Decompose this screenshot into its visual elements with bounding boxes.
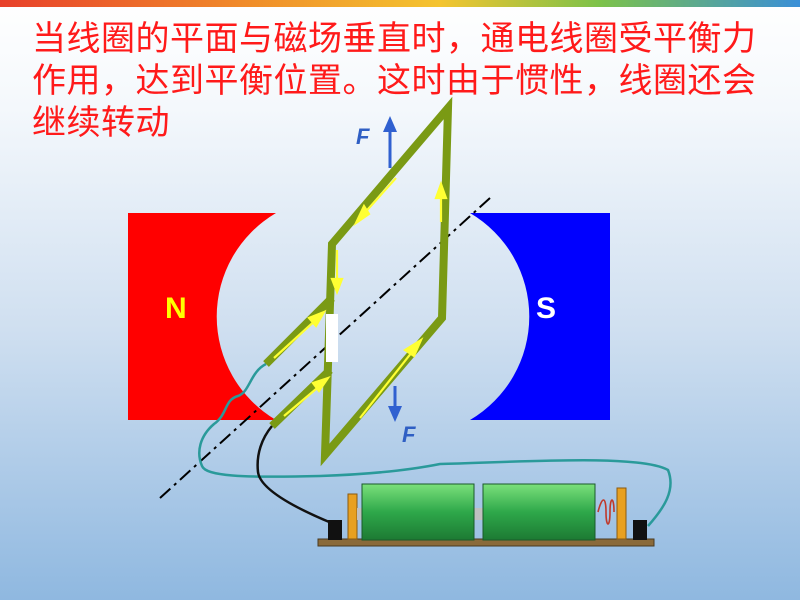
lead-wire-lower [256, 425, 335, 526]
lead-wire-upper [198, 362, 672, 527]
terminal-right [633, 520, 647, 540]
force-arrow-top [383, 116, 397, 168]
coil-frame [320, 96, 453, 467]
current-arrow-head-6 [311, 375, 331, 393]
title-decoration-bar [0, 0, 800, 7]
battery-cell-right [482, 483, 596, 541]
current-arrow-head-2 [434, 180, 448, 200]
battery-contact-middle [474, 508, 484, 520]
battery-holder-right [616, 487, 627, 540]
current-arrows [273, 177, 448, 419]
north-pole-label: N [165, 292, 187, 325]
battery-holder-left [347, 493, 358, 540]
battery-spring [597, 499, 615, 525]
current-arrow-head-5 [307, 309, 327, 328]
battery-contact-left [357, 508, 363, 520]
force-arrow-bottom [388, 386, 402, 422]
coil-lead-lower [269, 367, 333, 429]
slide-caption: 当线圈的平面与磁场垂直时，通电线圈受平衡力作用，达到平衡位置。这时由于惯性，线圈… [32, 19, 757, 143]
coil-lead-upper [263, 295, 335, 367]
force-label-bottom: F [402, 422, 416, 447]
terminal-left [328, 520, 342, 540]
north-magnet [128, 213, 276, 420]
current-arrow-head-1 [353, 203, 371, 227]
force-label-top: F [356, 124, 370, 149]
current-arrow-head-3 [330, 277, 344, 296]
south-pole-label: S [536, 292, 556, 325]
south-magnet [470, 213, 610, 420]
battery-cell-left [361, 483, 475, 541]
commutator-brush [326, 314, 338, 362]
current-arrow-head-4 [402, 337, 424, 358]
